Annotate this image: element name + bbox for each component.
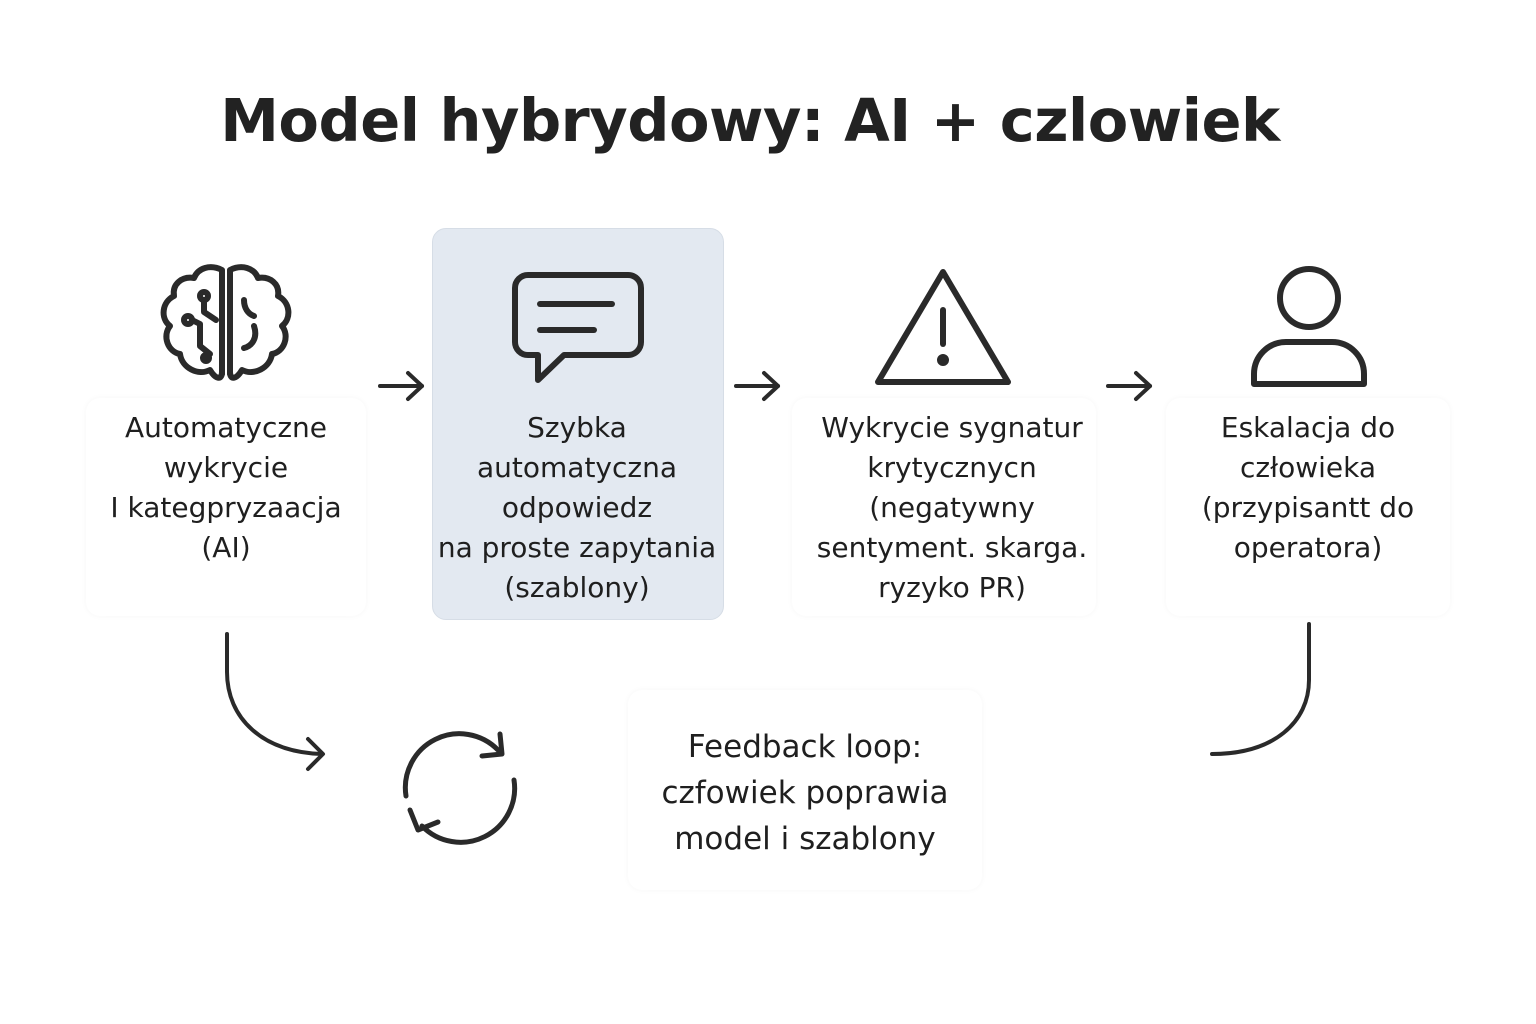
step-line: Szybka [527,411,627,444]
step-line: (szablony) [504,571,650,604]
feedback-box [628,690,982,890]
step-text-critical-detection: Wykrycie sygnatur krytycznycn (negatywny… [792,408,1112,608]
arrow-right-icon [1106,370,1154,406]
step-line: krytycznycn [867,451,1037,484]
brain-icon [158,262,294,386]
step-box-escalation [1166,398,1450,616]
step-line: Wykrycie sygnatur [821,411,1083,444]
step-line: na proste zapytania [437,531,717,564]
step-line: Eskalacja do [1220,411,1396,444]
step-line: wykrycie [163,451,289,484]
arrow-right-icon [378,370,426,406]
chat-bubble-icon [512,272,644,386]
step-line: operatora) [1233,531,1383,564]
arrow-right-icon [734,370,782,406]
step-line: człowieka [1240,451,1376,484]
person-icon [1250,266,1368,388]
feedback-line: model i szablony [674,821,936,857]
step-box-critical-detection [792,398,1096,616]
step-text-escalation: Eskalacja do człowieka (przypisantt do o… [1166,408,1450,568]
refresh-cycle-icon [398,730,522,846]
feedback-line: czfowiek poprawia [661,775,949,811]
step-line: I kategpryzaacja [110,491,342,524]
step-line: ryzyko PR) [878,571,1026,604]
step-line: (przypisantt do [1201,491,1415,524]
step-line: (negatywny [869,491,1035,524]
step-line: sentyment. skarga. [816,531,1088,564]
step-box-auto-reply [432,228,724,620]
step-line: automatyczna [477,451,677,484]
diagram-title: Model hybrydowy: AI + czlowiek [220,86,1280,155]
step-line: (AI) [201,531,251,564]
feedback-text: Feedback loop: czfowiek poprawia model i… [628,724,982,862]
warning-triangle-icon [874,268,1012,386]
step-text-ai-categorization: Automatyczne wykrycie I kategpryzaacja (… [86,408,366,568]
feedback-line: Feedback loop: [687,729,923,765]
step-line: Automatyczne [124,411,328,444]
step-box-ai-categorization [86,398,366,616]
step-line: odpowiedz [501,491,653,524]
step-text-auto-reply: Szybka automatyczna odpowiedz na proste … [432,408,722,608]
